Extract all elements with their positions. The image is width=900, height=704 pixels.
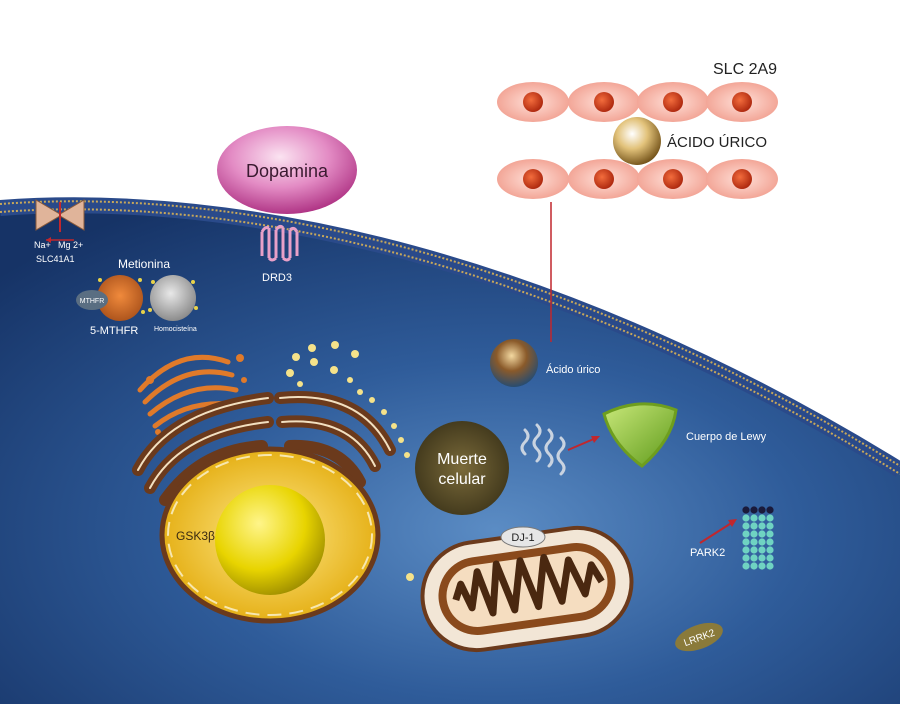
epithelial-cells xyxy=(497,82,778,199)
dj1-label: DJ-1 xyxy=(511,532,534,544)
drd3-receptor xyxy=(260,228,299,258)
park2-dot xyxy=(750,562,758,570)
park2-dot xyxy=(750,514,758,522)
nucleolus xyxy=(215,485,325,595)
mg-label: Mg 2+ xyxy=(58,240,83,250)
park2-dot xyxy=(766,546,774,554)
park2-dot xyxy=(766,530,774,538)
uric-acid-top-sphere xyxy=(613,117,661,165)
slc2a9-label: SLC 2A9 xyxy=(713,61,777,78)
park2-dot xyxy=(742,506,750,514)
park2-dot xyxy=(742,514,750,522)
park2-dot xyxy=(750,530,758,538)
dj1-badge xyxy=(500,526,546,548)
mthfr-tag xyxy=(76,290,108,310)
park2-dot xyxy=(758,554,766,562)
metionina-sphere xyxy=(97,275,143,321)
park2-dot xyxy=(750,554,758,562)
secretory-vesicles xyxy=(286,341,431,581)
park2-dot xyxy=(758,514,766,522)
uric-acid-inner-sphere xyxy=(490,339,538,387)
alpha-synuclein-fibrils xyxy=(520,423,566,476)
park2-dot xyxy=(742,530,750,538)
park2-dot xyxy=(750,506,758,514)
endoplasmic-reticulum xyxy=(132,391,396,506)
park2-dot xyxy=(766,506,774,514)
park2-dot xyxy=(742,522,750,530)
slc41a1-transporter xyxy=(35,199,85,243)
park2-dot xyxy=(742,562,750,570)
cuerpo-lewy-label: Cuerpo de Lewy xyxy=(686,431,767,443)
ribosomes xyxy=(357,389,410,458)
cell-death-sphere xyxy=(415,421,509,515)
dopamina-label: Dopamina xyxy=(246,161,329,181)
dopamine-vesicle xyxy=(217,126,357,214)
lewy-body xyxy=(602,402,678,468)
park2-label: PARK2 xyxy=(690,547,725,559)
park2-dot xyxy=(758,538,766,546)
park2-dot xyxy=(750,522,758,530)
metionina-label: Metionina xyxy=(118,257,170,271)
park2-dot xyxy=(758,530,766,538)
park2-dot xyxy=(766,538,774,546)
park2-dot xyxy=(742,546,750,554)
park2-dot xyxy=(758,546,766,554)
homocisteina-sphere xyxy=(150,275,196,321)
cell-membrane xyxy=(0,197,900,477)
lewy-arrow xyxy=(567,437,597,451)
gsk3b-label: GSK3β xyxy=(176,529,215,543)
park2-dot xyxy=(758,506,766,514)
mitochondrion xyxy=(420,525,634,653)
na-label: Na+ xyxy=(34,240,51,250)
five-mthfr-label: 5-MTHFR xyxy=(90,325,138,337)
park2-arrow xyxy=(699,521,734,544)
park2-protein xyxy=(742,506,774,570)
park2-dot xyxy=(750,538,758,546)
acido-urico-top-label: ÁCIDO ÚRICO xyxy=(667,134,767,151)
muerte-line2-label: celular xyxy=(438,471,486,488)
drd3-label: DRD3 xyxy=(262,272,292,284)
park2-dot xyxy=(766,562,774,570)
park2-dot xyxy=(758,522,766,530)
park2-dot xyxy=(750,546,758,554)
park2-dot xyxy=(758,562,766,570)
slc41a1-label: SLC41A1 xyxy=(36,254,75,264)
park2-dot xyxy=(766,554,774,562)
acido-urico-inner-label: Ácido úrico xyxy=(546,363,600,376)
muerte-line1-label: Muerte xyxy=(437,451,487,468)
park2-dot xyxy=(742,554,750,562)
lrrk2-protein xyxy=(675,622,723,652)
homocisteina-label: Homocisteína xyxy=(154,326,197,333)
park2-dot xyxy=(742,538,750,546)
park2-dot xyxy=(766,514,774,522)
mthfr-tag-label: MTHFR xyxy=(80,298,105,305)
park2-dot xyxy=(766,522,774,530)
